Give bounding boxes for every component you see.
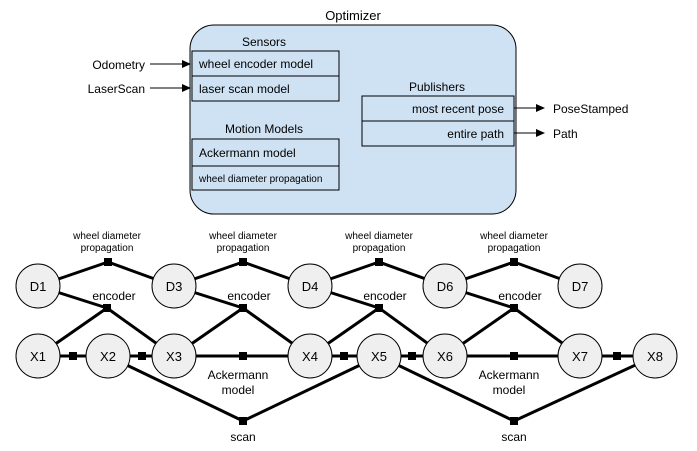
most-recent-pose-label: most recent pose bbox=[412, 102, 504, 116]
variable-node-x8 bbox=[632, 333, 678, 379]
variable-node-d7 bbox=[557, 263, 603, 309]
publishers-title: Publishers bbox=[409, 80, 465, 94]
wheel-encoder-model-label: wheel encoder model bbox=[198, 57, 313, 71]
variable-node-d4 bbox=[287, 263, 333, 309]
wheel-diameter-label-line1: wheel diameter bbox=[479, 231, 548, 242]
wheel-diameter-factor bbox=[104, 258, 112, 266]
variable-node-x2-label: X2 bbox=[100, 349, 116, 364]
output-posestamped-label: PoseStamped bbox=[553, 102, 628, 116]
motion-models-title: Motion Models bbox=[225, 122, 303, 136]
variable-node-d6 bbox=[422, 263, 468, 309]
factor-nodes bbox=[69, 258, 621, 425]
d-nodes: D1 D3 D4 D6 D7 bbox=[15, 263, 603, 309]
optimizer-title: Optimizer bbox=[325, 8, 381, 23]
encoder-factor bbox=[510, 304, 518, 312]
variable-node-x6 bbox=[422, 333, 468, 379]
wheel-diameter-label-line2: propagation bbox=[217, 243, 270, 254]
variable-node-x1-label: X1 bbox=[30, 349, 46, 364]
edge bbox=[513, 354, 656, 423]
variable-node-x5-label: X5 bbox=[371, 349, 387, 364]
x-nodes: X1 X2 X3 X4 X5 X6 X7 X8 bbox=[15, 333, 678, 379]
wheel-diameter-label-line2: propagation bbox=[353, 243, 406, 254]
wheel-diameter-label-line2: propagation bbox=[488, 243, 541, 254]
odometry-factor bbox=[69, 352, 77, 360]
ackermann-label-line2: model bbox=[493, 383, 526, 397]
wheel-diameter-factor bbox=[239, 258, 247, 266]
variable-node-x3-label: X3 bbox=[166, 349, 182, 364]
encoder-label: encoder bbox=[92, 289, 135, 303]
edge bbox=[378, 354, 515, 423]
edge bbox=[107, 354, 244, 423]
sensors-title: Sensors bbox=[242, 35, 286, 49]
encoder-factor bbox=[239, 304, 247, 312]
ackermann-factor bbox=[239, 352, 247, 360]
wheel-diameter-factor bbox=[510, 258, 518, 266]
encoder-label: encoder bbox=[227, 289, 270, 303]
wheel-diameter-label-line1: wheel diameter bbox=[344, 231, 413, 242]
encoder-label: encoder bbox=[498, 289, 541, 303]
output-path-label: Path bbox=[553, 127, 578, 141]
optimizer-box bbox=[189, 24, 517, 215]
variable-node-d6-label: D6 bbox=[437, 279, 454, 294]
variable-node-x4-label: X4 bbox=[302, 349, 318, 364]
laser-scan-model-label: laser scan model bbox=[199, 82, 290, 96]
wheel-diameter-label-line1: wheel diameter bbox=[208, 231, 277, 242]
variable-node-x7-label: X7 bbox=[572, 349, 588, 364]
encoder-factor bbox=[103, 304, 111, 312]
ackermann-label-line1: Ackermann bbox=[479, 368, 540, 382]
variable-node-x4 bbox=[287, 333, 333, 379]
variable-node-x2 bbox=[85, 333, 131, 379]
wheel-diameter-label-line1: wheel diameter bbox=[72, 231, 141, 242]
entire-path-label: entire path bbox=[447, 127, 504, 141]
scan-factor bbox=[510, 417, 518, 425]
input-odometry-label: Odometry bbox=[92, 58, 145, 72]
wheel-diameter-label-line2: propagation bbox=[81, 243, 134, 254]
ackermann-label-line1: Ackermann bbox=[208, 368, 269, 382]
variable-node-d3-label: D3 bbox=[166, 279, 183, 294]
variable-node-x8-label: X8 bbox=[647, 349, 663, 364]
variable-node-x5 bbox=[356, 333, 402, 379]
variable-node-d1 bbox=[15, 263, 61, 309]
input-laserscan-label: LaserScan bbox=[88, 82, 145, 96]
variable-node-x7 bbox=[557, 333, 603, 379]
variable-node-d3 bbox=[151, 263, 197, 309]
wheel-diameter-propagation-label: wheel diameter propagation bbox=[198, 174, 322, 185]
odometry-factor bbox=[340, 352, 348, 360]
variable-node-x1 bbox=[15, 333, 61, 379]
variable-node-d1-label: D1 bbox=[30, 279, 47, 294]
scan-factor bbox=[239, 417, 247, 425]
variable-node-x6-label: X6 bbox=[437, 349, 453, 364]
laser-scan-model-box bbox=[191, 75, 340, 102]
ackermann-model-label: Ackermann model bbox=[199, 146, 296, 160]
wheel-diameter-propagation-box bbox=[191, 165, 340, 191]
variable-node-d7-label: D7 bbox=[572, 279, 589, 294]
ackermann-label-line2: model bbox=[222, 383, 255, 397]
wheel-diameter-factor bbox=[375, 258, 383, 266]
scan-label: scan bbox=[501, 430, 526, 444]
odometry-factor bbox=[138, 352, 146, 360]
encoder-factor bbox=[375, 304, 383, 312]
ackermann-factor bbox=[510, 352, 518, 360]
odometry-factor bbox=[613, 352, 621, 360]
encoder-label: encoder bbox=[363, 289, 406, 303]
scan-label: scan bbox=[230, 430, 255, 444]
variable-node-d4-label: D4 bbox=[302, 279, 319, 294]
variable-node-x3 bbox=[151, 333, 197, 379]
edge bbox=[242, 354, 380, 423]
odometry-factor bbox=[408, 352, 416, 360]
